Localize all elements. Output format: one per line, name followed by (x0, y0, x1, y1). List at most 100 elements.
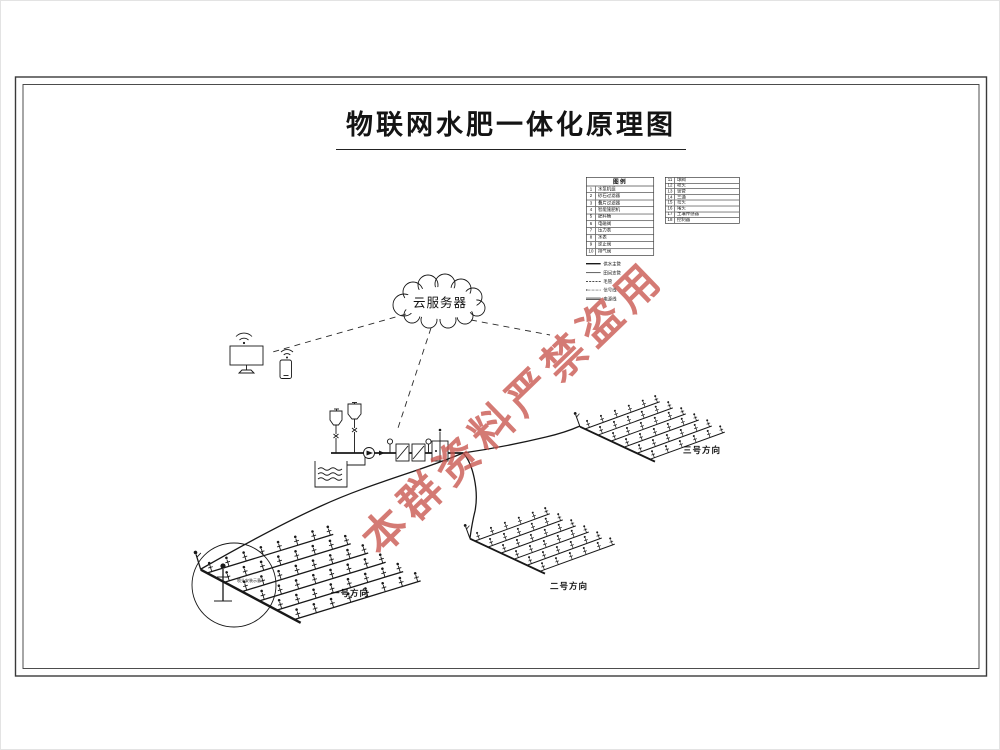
legend-row: 9 逆止阀 (586, 241, 654, 249)
sprinkler-detail-callout: 喷头安装示意 (191, 542, 277, 628)
legend-row: 13 竖管 (665, 188, 740, 195)
legend-row-number: 5 (587, 214, 597, 221)
legend-row-name: 水泵机组 (598, 186, 616, 192)
line-sample-icon (586, 272, 601, 273)
legend-line-name: 毛管 (603, 279, 613, 285)
legend-row-name: 喷头 (677, 183, 686, 188)
legend-row: 15 弯头 (665, 199, 740, 206)
legend-row-number: 6 (587, 221, 597, 228)
legend-row-name: 堵头 (677, 206, 686, 211)
legend-row-number: 1 (587, 186, 597, 193)
sheet-border (14, 76, 988, 677)
legend-line-name: 信号线 (603, 288, 617, 294)
legend-row-number: 7 (587, 227, 597, 235)
phone-icon (279, 359, 292, 379)
legend-left-rows: 1 水泵机组 2 砂石过滤器 3 叠片过滤器 4 智能施肥机 5 肥料桶 6 电… (586, 186, 654, 255)
pipe-to-field-one (200, 452, 464, 570)
cloud-server-label: 云服务器 (413, 295, 467, 310)
pump-icon (363, 447, 375, 459)
fertilizer-tank-a-icon (329, 408, 343, 453)
line-sample-icon (586, 280, 601, 282)
legend-row-name: 水表 (598, 235, 607, 241)
legend-row-number: 17 (666, 212, 676, 218)
legend-row-name: 竖管 (677, 189, 686, 194)
legend-row: 14 三通 (665, 194, 740, 200)
legend-title: 图例 (586, 178, 654, 187)
legend-row: 8 水表 (586, 234, 654, 242)
legend-row: 2 砂石过滤器 (586, 192, 654, 200)
legend-row-name: 球阀 (677, 177, 686, 183)
legend-row: 18 控制器 (665, 217, 740, 223)
legend-row-name: 智能施肥机 (598, 207, 620, 213)
callout-circle (191, 542, 277, 628)
legend-row-number: 3 (587, 200, 597, 207)
legend-row-name: 排气阀 (598, 249, 612, 254)
pressure-gauge-icon (386, 438, 394, 453)
legend-row-name: 控制器 (677, 217, 691, 223)
wifi-icon (280, 349, 294, 359)
legend-row: 4 智能施肥机 (586, 206, 654, 214)
legend-right-wrapper: 11 球阀 12 喷头 13 竖管 14 三通 15 弯头 16 堵头 (665, 177, 740, 224)
legend-row-number: 13 (666, 189, 676, 195)
legend-row-number: 9 (587, 241, 597, 249)
pipe-to-field-two (462, 452, 477, 539)
legend-row-number: 18 (666, 218, 676, 223)
legend-right-rows: 11 球阀 12 喷头 13 竖管 14 三通 15 弯头 16 堵头 (665, 177, 740, 223)
link-cloud-field (470, 319, 551, 336)
phone-terminal (279, 349, 294, 379)
legend-row-number: 16 (666, 206, 676, 212)
legend-row: 17 土壤传感器 (665, 211, 740, 218)
legend-row-number: 14 (666, 195, 676, 200)
legend-row-number: 11 (666, 177, 676, 183)
legend-line-row: 电源线 (586, 294, 653, 303)
sprinkler-detail-icon (214, 563, 232, 602)
legend-row-name: 逆止阀 (598, 242, 612, 247)
field-three-label: 三号方向 (683, 445, 721, 455)
legend-row-number: 10 (587, 248, 597, 255)
controller-cabinet-icon (431, 428, 449, 462)
legend-line-name: 电源线 (603, 297, 617, 302)
legend-row-name: 压力表 (598, 228, 612, 234)
legend-table-left: 图例 1 水泵机组 2 砂石过滤器 3 叠片过滤器 4 智能施肥机 5 肥料桶 (586, 177, 655, 256)
legend-line-row: 田间支管 (586, 268, 653, 277)
legend-row-name: 三通 (677, 194, 686, 200)
check-valve-icon (379, 450, 385, 456)
line-sample-icon (586, 289, 601, 291)
legend-row-name: 弯头 (677, 200, 686, 206)
legend-row: 16 堵头 (665, 205, 740, 212)
legend-left-wrapper: 图例 1 水泵机组 2 砂石过滤器 3 叠片过滤器 4 智能施肥机 5 肥料桶 (586, 177, 655, 303)
legend-row-name: 砂石过滤器 (598, 193, 620, 199)
monitor-icon (229, 345, 264, 374)
legend-row: 11 球阀 (666, 177, 739, 183)
legend-row-name: 叠片过滤器 (598, 200, 620, 206)
line-sample-icon (586, 263, 601, 265)
cloud-server: 云服务器 (392, 273, 486, 329)
monitor-terminal (229, 332, 264, 374)
filter-one-icon (395, 443, 410, 462)
legend-line-name: 供水主管 (603, 262, 621, 268)
legend-row-name: 肥料桶 (598, 214, 612, 220)
field-supply-pipes (200, 425, 581, 570)
pipe-to-field-three (462, 425, 581, 454)
field-two: 二号方向 (463, 478, 616, 594)
legend-row-number: 15 (666, 201, 676, 206)
wifi-icon (235, 332, 253, 345)
legend-row-name: 土壤传感器 (677, 211, 699, 217)
field-one-label: 一号方向 (331, 588, 369, 598)
field-two-label: 二号方向 (550, 581, 588, 591)
pressure-gauge-icon (425, 438, 432, 453)
legend-line-name: 田间支管 (603, 271, 621, 276)
suction-pipe (347, 454, 366, 466)
legend-line-types: 供水主管 田间支管 毛管 信号线 电源线 (586, 260, 653, 303)
legend-row: 3 叠片过滤器 (586, 199, 654, 207)
legend-row: 10 排气阀 (586, 248, 654, 255)
line-sample-icon (586, 297, 601, 300)
cloud-icon (392, 273, 486, 329)
drawing-title: 物联网水肥一体化原理图 (336, 103, 686, 150)
legend-row-number: 8 (587, 234, 597, 242)
legend-row-number: 2 (587, 193, 597, 200)
fertigation-station (314, 402, 463, 488)
legend-line-row: 毛管 (586, 277, 653, 286)
filter-two-icon (411, 443, 426, 462)
